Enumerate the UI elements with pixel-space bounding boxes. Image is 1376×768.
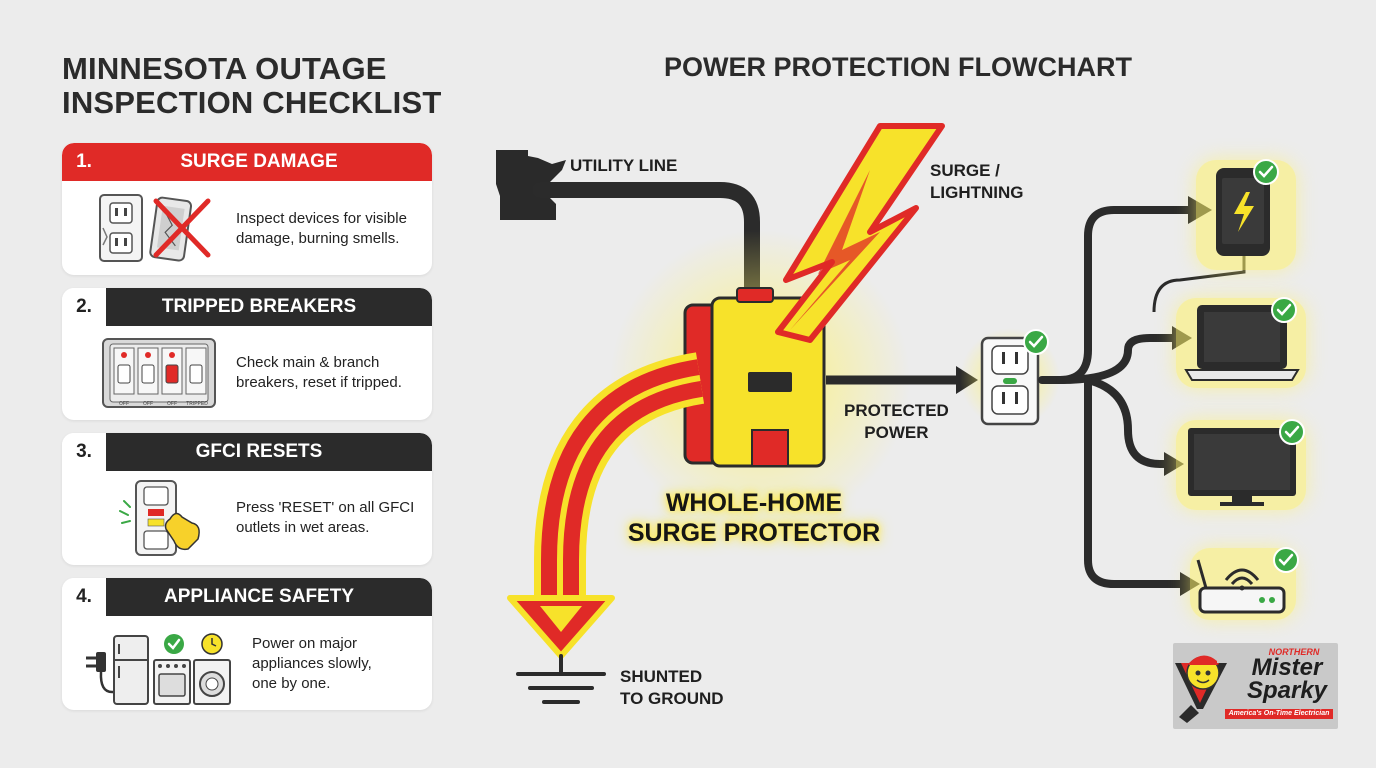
outlet-check-icon [1023,329,1049,355]
gfci-outlet-press-icon [119,480,200,556]
card-label: APPLIANCE SAFETY [106,578,432,616]
checklist-card-appliance-safety: 4. APPLIANCE SAFETY Power on major appli… [62,578,432,710]
utility-line-path [532,182,760,308]
card-description: Inspect devices for visible damage, burn… [236,210,407,247]
appliances-icon [86,633,231,705]
outlet-icon [980,336,1040,426]
checklist-card-surge-damage: 1. SURGE DAMAGE Inspect devices for visi… [62,143,432,275]
distribution-lines [1038,206,1194,588]
ground-symbol-icon [516,654,606,704]
damaged-outlet-phone-icon [99,194,211,262]
surge-protector-icon [683,287,826,468]
card-number: 1. [62,143,106,181]
card-description: Power on major appliances slowly, one by… [252,635,372,692]
card-label: GFCI RESETS [106,433,432,471]
laptop-icon [1184,305,1300,381]
breaker-label-1: OFF [119,401,129,407]
protected-power-label: PROTECTED POWER [844,401,949,442]
lightning-bolt-icon [775,123,945,343]
breaker-panel-icon [102,338,216,408]
breaker-label-2: OFF [143,401,153,407]
mascot-icon [1175,655,1333,723]
logo-tagline: America's On-Time Electrician [1228,710,1330,717]
minnesota-icon [496,150,566,220]
breaker-label-4: TRIPPED [186,401,208,407]
card-number: 3. [62,433,106,471]
logo-northern: NORTHERN [1268,647,1320,657]
flowchart-diagram [496,123,1306,704]
checklist-card-gfci-resets: 3. GFCI RESETS Press 'RESET' on all GFCI… [62,433,432,565]
checklist-title: MINNESOTA OUTAGE INSPECTION CHECKLIST [62,52,462,120]
card-label: SURGE DAMAGE [106,143,432,181]
flowchart-title: POWER PROTECTION FLOWCHART [664,52,1132,82]
card-description: Check main & branch breakers, reset if t… [236,354,402,391]
surge-lightning-label: SURGE / LIGHTNING [930,161,1024,202]
card-number: 2. [62,288,106,326]
router-icon [1196,559,1286,614]
logo-sparky: Sparky [1246,677,1328,704]
logo-mister: Mister [1251,654,1323,681]
checklist-title-line1: MINNESOTA OUTAGE [62,51,387,86]
surge-protector-label: WHOLE-HOME SURGE PROTECTOR [627,489,881,547]
card-description: Press 'RESET' on all GFCI outlets in wet… [236,499,415,536]
device-check-icons [1253,159,1305,573]
checklist-card-tripped-breakers: 2. TRIPPED BREAKERS OFF OFF OFF TRIPP [62,288,432,420]
checklist-title-line2: INSPECTION CHECKLIST [62,85,442,120]
utility-line-label: UTILITY LINE [570,156,678,175]
card-number: 4. [62,578,106,616]
shunted-to-ground-label: SHUNTED TO GROUND [620,667,724,708]
card-label: TRIPPED BREAKERS [106,288,432,326]
breaker-label-3: OFF [167,401,177,407]
tv-icon [1188,428,1296,506]
smartphone-icon [1216,168,1270,256]
mister-sparky-logo: NORTHERN Mister Sparky America's On-Time… [1173,643,1338,729]
